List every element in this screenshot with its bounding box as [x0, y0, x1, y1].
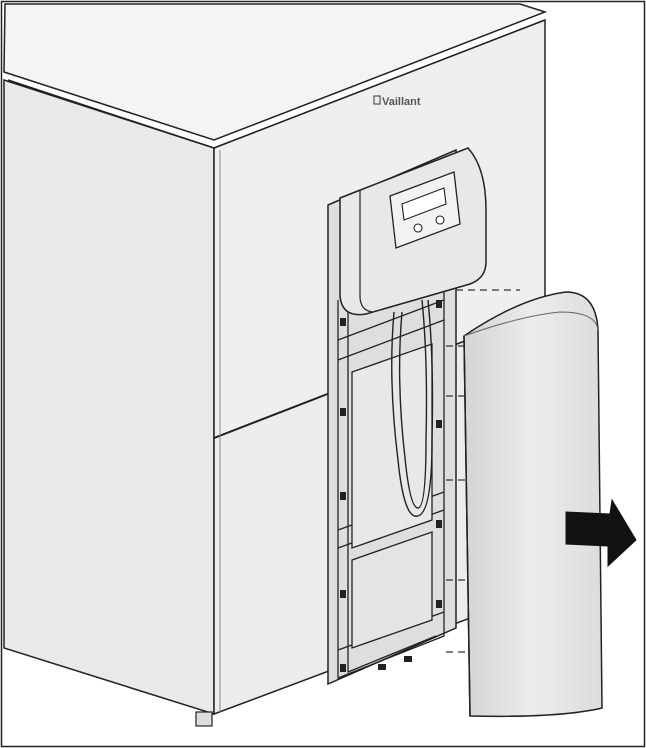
lower-module-plate — [351, 531, 433, 649]
boiler-top-panel — [3, 3, 548, 141]
control-knob-left — [413, 223, 423, 233]
boiler-left-side-panel — [3, 78, 215, 716]
boiler-foot — [195, 711, 213, 727]
control-display-screen — [401, 187, 447, 221]
control-box — [339, 147, 487, 316]
front-panel-divider — [213, 392, 331, 439]
inner-module-plate — [351, 343, 433, 549]
control-knob-right — [435, 215, 445, 225]
brand-logo-mark — [373, 95, 381, 105]
cable-loop — [391, 299, 434, 517]
frame-clips — [340, 300, 442, 672]
brand-logo: Vaillant — [373, 95, 421, 108]
arrow-right-icon — [565, 498, 637, 568]
alignment-guides — [446, 289, 520, 653]
brand-logo-text: Vaillant — [382, 96, 421, 108]
removable-front-door — [463, 291, 603, 718]
